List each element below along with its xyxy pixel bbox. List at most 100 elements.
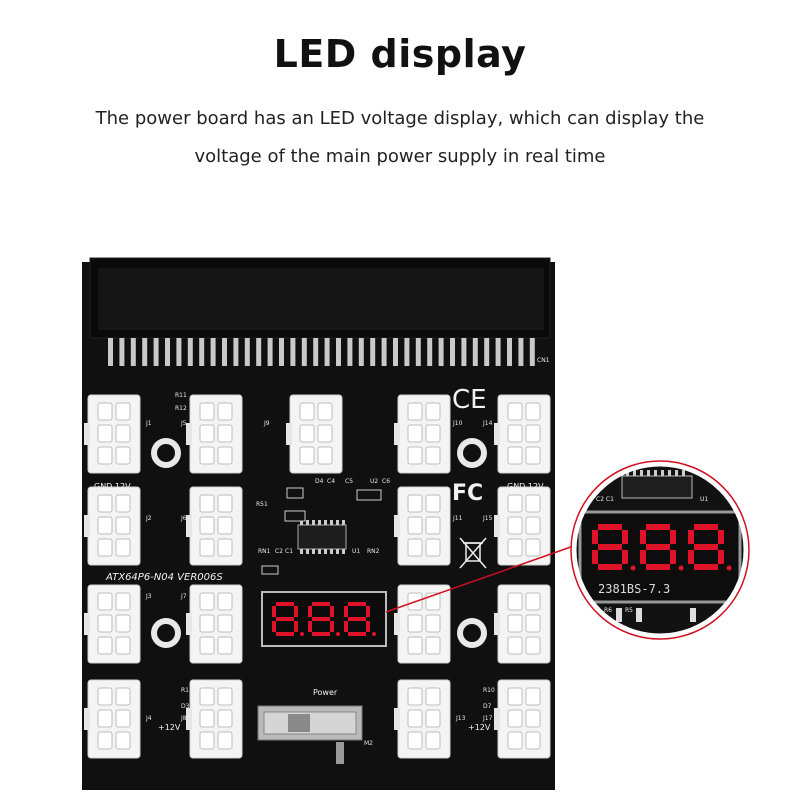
zoom-ref-u1: U1 [700, 496, 708, 503]
pcie-6pin-connector [84, 584, 141, 664]
seven-seg-digit [640, 524, 676, 570]
ref-label: J1 [145, 420, 152, 427]
header-pin [404, 338, 410, 366]
gnd-12v-label-left: GND 12V [94, 482, 131, 491]
pcie-6pin-connector [494, 486, 551, 566]
header-pin [461, 338, 467, 366]
pcie-6pin-connector [494, 394, 551, 474]
pcie-6pin-connector [394, 584, 451, 664]
pcie-6pin-connector [394, 679, 451, 759]
pcie-6pin-connector [186, 679, 243, 759]
ref-label: J8 [180, 715, 187, 722]
ref-label: D7 [483, 703, 492, 710]
header-pin [142, 338, 148, 366]
pcie-6pin-connector [84, 486, 141, 566]
ref-label: D4 [315, 478, 324, 485]
gnd-12v-label-right: GND 12V [507, 482, 544, 491]
ref-label: J6 [180, 515, 187, 522]
pcie-6pin-connector [186, 584, 243, 664]
ref-label: J4 [145, 715, 152, 722]
ref-label: RN1 [258, 548, 271, 555]
power-label: Power [313, 688, 338, 697]
ref-label: U1 [352, 548, 360, 555]
header-pins [108, 338, 535, 366]
plus12v-label-right: +12V [468, 723, 491, 732]
zoom-ref-r6: R6 [604, 607, 612, 614]
fc-mark: FC [452, 481, 483, 506]
seven-seg-digit [308, 602, 334, 636]
header-pin [381, 338, 387, 366]
header-pin [450, 338, 455, 366]
header-pin [495, 338, 501, 366]
header-pin [210, 338, 216, 366]
header-pin [153, 338, 159, 366]
ref-label: C4 [327, 478, 335, 485]
pcie-6pin-connector [394, 394, 451, 474]
page-title: LED display [273, 32, 527, 76]
header-pin [313, 338, 319, 366]
power-switch[interactable] [257, 705, 363, 764]
callout-line [385, 541, 586, 613]
pcie-6pin-connector [494, 679, 551, 759]
seven-seg-digit [688, 524, 724, 570]
model-label: ATX64P6-N04 VER006S [105, 572, 223, 583]
pcie-connectors [84, 394, 551, 759]
ref-label: R51 [256, 501, 268, 508]
header-pin [279, 338, 284, 366]
ref-label: R1 [181, 687, 189, 694]
header-pin [199, 338, 205, 366]
plus12v-label-left: +12V [158, 723, 181, 732]
header-pin [130, 338, 136, 366]
ref-label: RN2 [367, 548, 380, 555]
ref-label: J9 [263, 420, 270, 427]
ref-label: J10 [452, 420, 463, 427]
header-pin [427, 338, 433, 366]
header-pin [244, 338, 250, 366]
header-pin [393, 338, 398, 366]
cn1-label: CN1 [537, 357, 550, 364]
ref-label: D3 [181, 703, 190, 710]
header-pin [290, 338, 296, 366]
description-line-1: The power board has an LED voltage displ… [95, 108, 705, 129]
header-pin [233, 338, 239, 366]
ref-label: R10 [483, 687, 495, 694]
header-pin [187, 338, 193, 366]
mounting-holes [151, 438, 487, 648]
ref-label: J7 [180, 593, 187, 600]
header-pin [472, 338, 478, 366]
description-line-2: voltage of the main power supply in real… [194, 146, 606, 167]
ref-label: J13 [455, 715, 466, 722]
pcie-6pin-connector [394, 486, 451, 566]
seven-seg-digit [592, 524, 628, 570]
zoom-ref-c2c1: C2 C1 [596, 496, 614, 503]
zoom-ref-r5: R5 [625, 607, 633, 614]
pcie-6pin-connector [186, 486, 243, 566]
ref-label: U2 [370, 478, 378, 485]
weee-bin-icon [459, 537, 487, 569]
header-pin [324, 338, 330, 366]
zoom-callout: C2 C1 U1 2381BS-7.3 R6 R5 [570, 460, 750, 640]
header-pin [267, 338, 273, 366]
ref-label: J3 [145, 593, 152, 600]
header-pin [222, 338, 227, 366]
ref-label: J5 [180, 420, 187, 427]
ref-label: C1 [285, 548, 293, 555]
led-display [261, 591, 387, 647]
ref-label: C2 [275, 548, 283, 555]
ic-u2 [286, 487, 304, 499]
header-pin [529, 338, 535, 366]
ce-mark: CE [452, 385, 487, 415]
ref-label: R11 [175, 392, 187, 399]
header-pin [358, 338, 364, 366]
header-pin [165, 338, 170, 366]
header-pin [347, 338, 353, 366]
display-part-number: 2381BS-7.3 [598, 582, 670, 596]
header-pin [336, 338, 341, 366]
pcie-6pin-connector [84, 394, 141, 474]
ic-u1 [297, 524, 347, 550]
header-pin [256, 338, 262, 366]
seven-seg-digit [272, 602, 298, 636]
ic-u1-pins [300, 520, 345, 554]
